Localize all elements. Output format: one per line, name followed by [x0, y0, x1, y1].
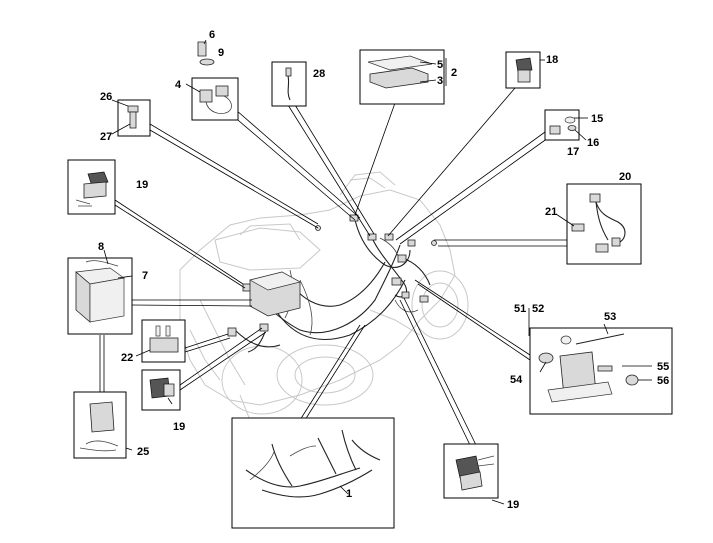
leader-lines [99, 87, 567, 446]
fuse-box-box [359, 49, 447, 105]
label-53: 53 [604, 311, 616, 323]
label-52: 52 [532, 303, 544, 315]
tractor-ghost-outline [179, 171, 469, 426]
label-5: 5 [437, 59, 443, 71]
label-22: 22 [121, 352, 133, 364]
lamp-wiring-box [555, 183, 642, 265]
label-28: 28 [313, 68, 325, 80]
charger-25-box [73, 391, 133, 459]
bolt-assembly-box [111, 99, 151, 137]
battery-box [67, 249, 133, 335]
label-3: 3 [437, 75, 443, 87]
label-27: 27 [100, 131, 112, 143]
label-19-bottom: 19 [507, 499, 519, 511]
label-16: 16 [587, 137, 599, 149]
label-19-mid: 19 [173, 421, 185, 433]
label-19-top: 19 [136, 179, 148, 191]
ignition-switch-box [185, 39, 239, 121]
label-21: 21 [545, 206, 557, 218]
relay-19-top-box [67, 159, 116, 215]
solenoid-box [528, 308, 673, 415]
label-4: 4 [175, 79, 182, 91]
harness-connectors [227, 214, 437, 337]
relay-19-bottom-box [443, 443, 505, 505]
label-15: 15 [591, 113, 603, 125]
label-8: 8 [98, 241, 104, 253]
label-1: 1 [346, 488, 352, 500]
battery-mounted [249, 271, 301, 317]
label-18: 18 [546, 54, 558, 66]
label-25: 25 [137, 446, 149, 458]
label-9: 9 [218, 47, 224, 59]
label-56: 56 [657, 375, 669, 387]
label-2: 2 [451, 67, 457, 79]
switch-15-box [544, 109, 588, 141]
label-51: 51 [514, 303, 526, 315]
label-17: 17 [567, 146, 579, 158]
label-7: 7 [142, 270, 148, 282]
cable-28-box [271, 61, 307, 107]
label-20: 20 [619, 171, 631, 183]
relay-19-mid-box [141, 369, 181, 411]
fuse-holder-22-box [135, 319, 186, 363]
main-harness-box [231, 417, 395, 529]
label-55: 55 [657, 361, 669, 373]
callout-labels: 1 2 3 4 5 6 7 8 9 15 16 17 18 19 19 19 2… [98, 29, 669, 511]
label-54: 54 [510, 374, 523, 386]
label-6: 6 [209, 29, 215, 41]
label-26: 26 [100, 91, 112, 103]
switch-18-box [505, 51, 545, 89]
